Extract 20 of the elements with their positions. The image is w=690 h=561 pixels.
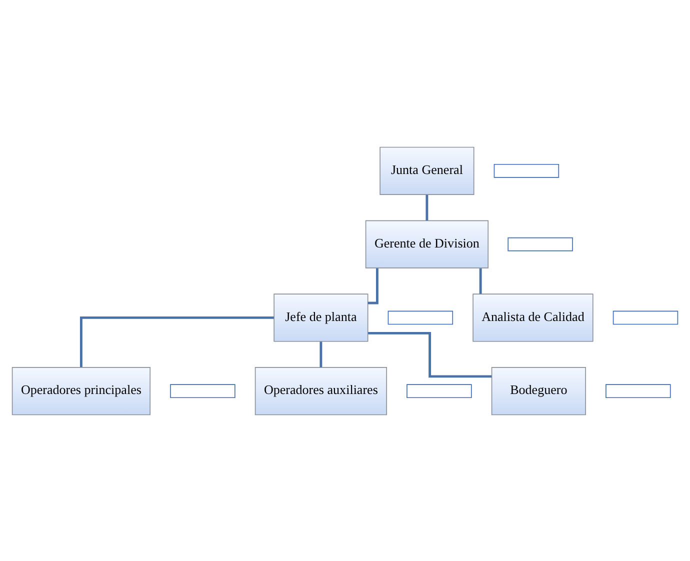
node-box — [406, 384, 472, 398]
node-box — [388, 310, 454, 324]
node-box: Junta General — [380, 146, 474, 194]
node-box: Bodeguero — [491, 366, 586, 415]
node-box — [494, 163, 560, 178]
node-box: Analista de Calidad — [472, 293, 594, 342]
node-box — [612, 310, 678, 324]
node-box: Gerente de Division — [365, 220, 489, 268]
node-box — [606, 384, 671, 398]
connector — [426, 194, 428, 220]
node-box: Jefe de planta — [274, 293, 368, 342]
connector — [368, 331, 492, 378]
node-box: Operadores auxiliares — [254, 366, 387, 415]
connector — [320, 341, 322, 367]
connector — [479, 268, 482, 294]
node-box: Operadores principales — [12, 366, 150, 415]
node-box — [508, 236, 573, 251]
connector — [80, 316, 274, 367]
node-box — [170, 384, 236, 398]
connector — [368, 268, 378, 304]
